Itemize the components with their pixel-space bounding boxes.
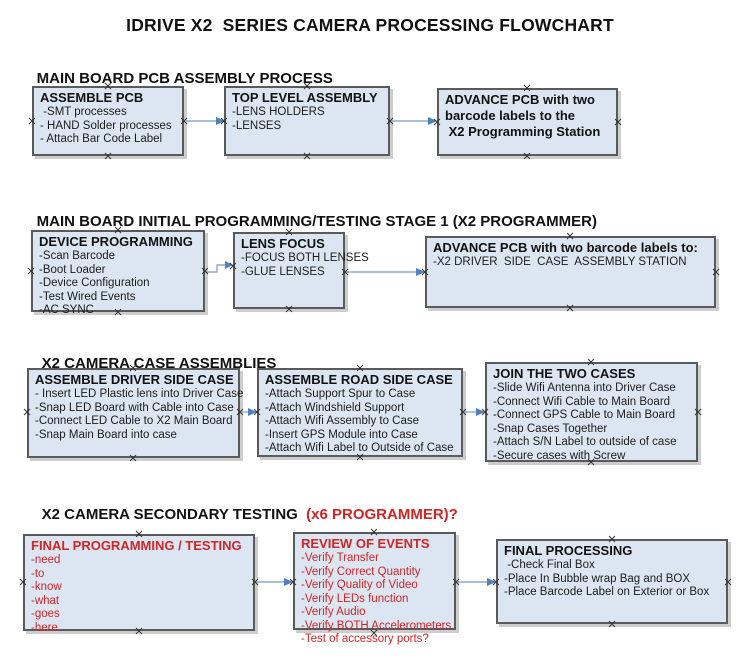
box-final-programming-testing: FINAL PROGRAMMING / TESTING -need -to -k…: [23, 534, 255, 634]
box-item: -Boot Loader: [39, 263, 106, 276]
section-heading-case-assemblies: X2 CAMERA CASE ASSEMBLIES: [25, 338, 277, 389]
chart-title: IDRIVE X2 SERIES CAMERA PROCESSING FLOWC…: [126, 15, 614, 35]
box-item: -Test Wired Events: [39, 290, 136, 303]
box-title: REVIEW OF EVENTS: [301, 536, 430, 551]
section-heading-initial-programming: MAIN BOARD INITIAL PROGRAMMING/TESTING S…: [20, 196, 597, 247]
box-assemble-road-side-case: ASSEMBLE ROAD SIDE CASE -Attach Support …: [257, 368, 463, 457]
arrowhead-icon: [428, 117, 437, 125]
box-item: -to: [31, 567, 45, 580]
box-item: -Place Barcode Label on Exterior or Box: [504, 586, 710, 598]
box-item: -FOCUS BOTH LENSES: [241, 252, 369, 264]
box-assemble-pcb: ASSEMBLE PCB -SMT processes - HAND Solde…: [32, 86, 184, 156]
box-item: -Snap LED Board with Cable into Case: [35, 401, 234, 414]
box-item: -Attach Wifi Label to Outside of Case: [265, 442, 454, 454]
box-item: -LENS HOLDERS: [232, 106, 325, 118]
section-heading-pcb-assembly: MAIN BOARD PCB ASSEMBLY PROCESS: [20, 53, 333, 104]
section-heading-secondary-testing: X2 CAMERA SECONDARY TESTING (x6 PROGRAMM…: [25, 489, 458, 540]
box-title: FINAL PROCESSING: [504, 543, 633, 558]
section-heading-red-text: (x6 PROGRAMMER)?: [297, 506, 458, 523]
arrowhead-icon: [416, 268, 425, 276]
box-title: ASSEMBLE PCB: [40, 90, 144, 105]
box-item: -Test of accessory ports?: [301, 633, 429, 645]
section-heading-text: MAIN BOARD INITIAL PROGRAMMING/TESTING S…: [36, 213, 597, 230]
section-heading-text: X2 CAMERA CASE ASSEMBLIES: [41, 355, 277, 372]
box-item: -Verify BOTH Accelerometers: [301, 619, 452, 632]
box-item: - Insert LED Plastic lens into Driver Ca…: [35, 388, 244, 400]
box-item: - HAND Solder processes: [40, 119, 172, 132]
box-item: -Snap Cases Together: [493, 422, 608, 435]
box-item: -LENSES: [232, 119, 282, 132]
box-item: -Snap Main Board into case: [35, 428, 177, 441]
box-item: -know: [31, 581, 62, 593]
box-item: -GLUE LENSES: [241, 265, 325, 278]
box-item: -Connect Wifi Cable to Main Board: [493, 395, 671, 408]
box-item: -SMT processes: [40, 106, 127, 118]
section-heading-text: X2 CAMERA SECONDARY TESTING: [41, 506, 298, 523]
box-item: -goes: [31, 608, 60, 620]
box-item: -Verify Transfer: [301, 552, 379, 564]
box-join-the-two-cases: JOIN THE TWO CASES -Slide Wifi Antenna i…: [485, 362, 698, 462]
arrowhead-icon: [284, 578, 293, 586]
box-item: -Check Final Box: [504, 559, 595, 571]
box-item: -Attach Wifi Assembly to Case: [265, 415, 420, 427]
arrowhead-icon: [476, 408, 485, 416]
box-item: -here: [31, 621, 58, 634]
box-item: -Scan Barcode: [39, 250, 116, 262]
box-item: -what: [31, 594, 60, 607]
box-title: DEVICE PROGRAMMING: [39, 234, 193, 249]
arrowhead-icon: [487, 578, 496, 586]
arrow-line: [205, 264, 225, 273]
box-review-of-events: REVIEW OF EVENTS -Verify Transfer -Verif…: [293, 532, 456, 645]
box-title: ASSEMBLE DRIVER SIDE CASE: [35, 372, 234, 387]
box-item: -Insert GPS Module into Case: [265, 428, 418, 441]
box-item: -Verify Quality of Video: [301, 579, 418, 591]
box-title: ASSEMBLE ROAD SIDE CASE: [265, 372, 453, 387]
box-item: -X2 DRIVER SIDE CASE ASSEMBLY STATION: [433, 256, 687, 268]
box-item: -Attach Windshield Support: [265, 401, 405, 414]
box-item: -Slide Wifi Antenna into Driver Case: [493, 382, 676, 394]
box-device-programming: DEVICE PROGRAMMING -Scan Barcode -Boot L…: [31, 230, 205, 316]
box-item: -need: [31, 554, 61, 566]
box-title: JOIN THE TWO CASES: [493, 366, 636, 381]
box-advance-pcb-programming-station: ADVANCE PCB with two barcode labels to t…: [437, 88, 618, 156]
box-title: FINAL PROGRAMMING / TESTING: [31, 538, 242, 553]
box-top-level-assembly: TOP LEVEL ASSEMBLY -LENS HOLDERS -LENSES: [224, 86, 390, 156]
box-item: - Attach Bar Code Label: [40, 133, 163, 145]
box-item: -Connect LED Cable to X2 Main Board: [35, 415, 233, 427]
box-assemble-driver-side-case: ASSEMBLE DRIVER SIDE CASE - Insert LED P…: [27, 368, 244, 458]
box-lens-focus: LENS FOCUS -FOCUS BOTH LENSES -GLUE LENS…: [233, 232, 369, 309]
arrowhead-icon: [248, 408, 257, 416]
box-item: -Place In Bubble wrap Bag and BOX: [504, 572, 691, 585]
arrowhead-icon: [225, 261, 233, 269]
box-item: -Secure cases with Screw: [493, 449, 626, 462]
box-title: TOP LEVEL ASSEMBLY: [232, 90, 378, 105]
box-item: -Verify Audio: [301, 606, 366, 618]
box-item: -Connect GPS Cable to Main Board: [493, 409, 676, 421]
box-item: -Attach Support Spur to Case: [265, 388, 416, 400]
box-title: ADVANCE PCB with two barcode labels to:: [433, 240, 698, 255]
box-title: LENS FOCUS: [241, 236, 325, 251]
box-item: -AC SYNC: [39, 304, 94, 316]
box-item: -Verify LEDs function: [301, 592, 409, 605]
box-item: -Attach S/N Label to outside of case: [493, 436, 677, 448]
section-heading-text: MAIN BOARD PCB ASSEMBLY PROCESS: [36, 70, 333, 87]
box-title: ADVANCE PCB with two barcode labels to t…: [445, 92, 601, 139]
box-advance-pcb-driver-side-station: ADVANCE PCB with two barcode labels to: …: [425, 236, 716, 308]
box-item: -Device Configuration: [39, 277, 150, 289]
box-item: -Verify Correct Quantity: [301, 565, 421, 578]
box-final-processing: FINAL PROCESSING -Check Final Box -Place…: [496, 539, 728, 624]
